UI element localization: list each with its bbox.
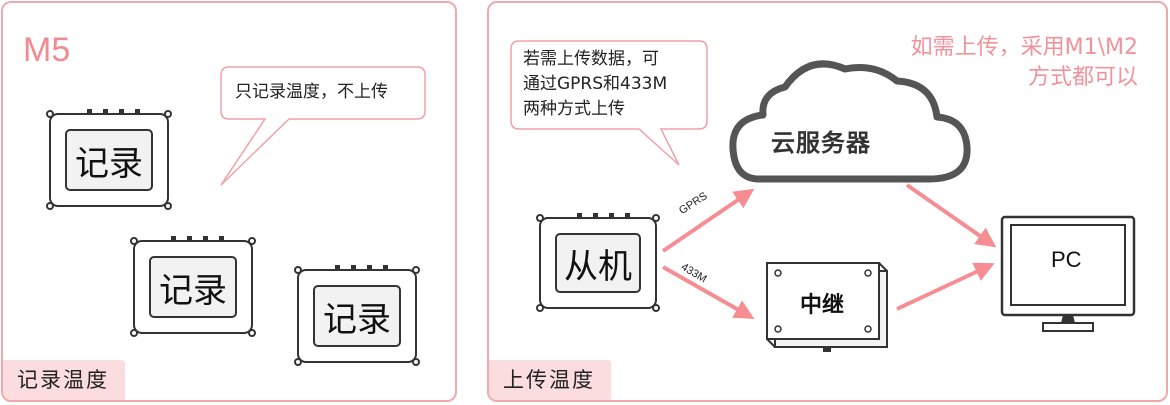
cloud-to-pc-arrow — [905, 183, 997, 248]
record-bubble-shape — [220, 66, 426, 186]
record-panel: M5 只记录温度，不上传 记录 记录 记录 记录温度 — [1, 1, 457, 402]
upload-note-line-1: 如需上传，采用M1\M2 — [910, 35, 1138, 60]
upload-bubble-shape — [510, 40, 708, 166]
relay-to-pc-arrow — [896, 262, 995, 311]
upload-temperature-tag: 上传温度 — [489, 360, 611, 400]
model-title: M5 — [23, 31, 71, 69]
cloud-server-label: 云服务器 — [771, 129, 871, 157]
record-temperature-tag: 记录温度 — [3, 360, 125, 400]
cloud-icon — [729, 60, 971, 183]
relay-device-icon — [766, 262, 888, 352]
upload-bubble-text: 若需上传数据，可 通过GPRS和433M 两种方式上传 — [523, 49, 668, 119]
recorder-device-1: 记录 — [46, 109, 172, 210]
upload-note-line-2: 方式都可以 — [1027, 65, 1138, 90]
record-bubble-text: 只记录温度，不上传 — [235, 82, 388, 102]
pc-monitor-icon — [1000, 215, 1136, 332]
upload-note: 如需上传，采用M1\M2 方式都可以 — [911, 33, 1138, 93]
recorder-screen-2: 记录 — [149, 256, 237, 318]
slave-device: 从机 — [536, 213, 660, 312]
relay-label: 中继 — [800, 293, 845, 318]
recorder-screen-3: 记录 — [313, 285, 401, 347]
pc-label: PC — [1051, 247, 1082, 272]
gprs-arrow — [661, 188, 755, 253]
slave-screen: 从机 — [555, 233, 641, 293]
upload-panel: 若需上传数据，可 通过GPRS和433M 两种方式上传 如需上传，采用M1\M2… — [487, 1, 1168, 402]
recorder-screen-1: 记录 — [65, 129, 153, 191]
upload-diagram-shapes — [510, 40, 1136, 352]
recorder-device-2: 记录 — [130, 236, 256, 337]
recorder-device-3: 记录 — [294, 265, 420, 366]
433m-arrow — [662, 265, 755, 319]
